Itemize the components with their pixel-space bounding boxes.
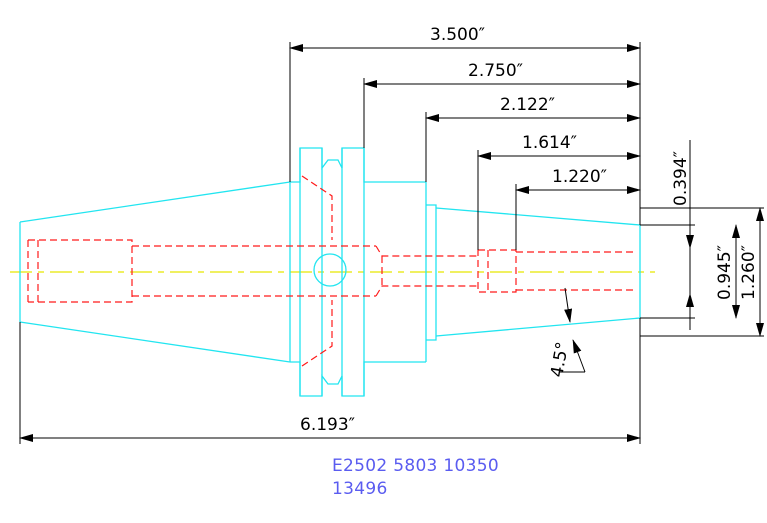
dim-angle: 4.5° (547, 340, 573, 378)
dim-1220: 1.220″ (552, 167, 607, 187)
part-code-line1: E2502 5803 10350 (332, 456, 499, 476)
dim-0394: 0.394″ (671, 151, 691, 206)
dim-1260: 1.260″ (739, 245, 759, 300)
dim-1614: 1.614″ (522, 133, 577, 153)
part-code-line2: 13496 (332, 479, 388, 499)
dim-0945: 0.945″ (715, 245, 735, 300)
dim-2122: 2.122″ (500, 95, 555, 115)
holder-outline (19, 147, 641, 397)
hidden-lines (27, 175, 636, 367)
dimension-labels: 3.500″ 2.750″ 2.122″ 1.614″ 1.220″ 6.193… (300, 25, 759, 435)
dim-3500: 3.500″ (430, 25, 485, 45)
dim-6193: 6.193″ (300, 415, 355, 435)
dim-2750: 2.750″ (468, 61, 523, 81)
dimension-lines (19, 42, 764, 444)
